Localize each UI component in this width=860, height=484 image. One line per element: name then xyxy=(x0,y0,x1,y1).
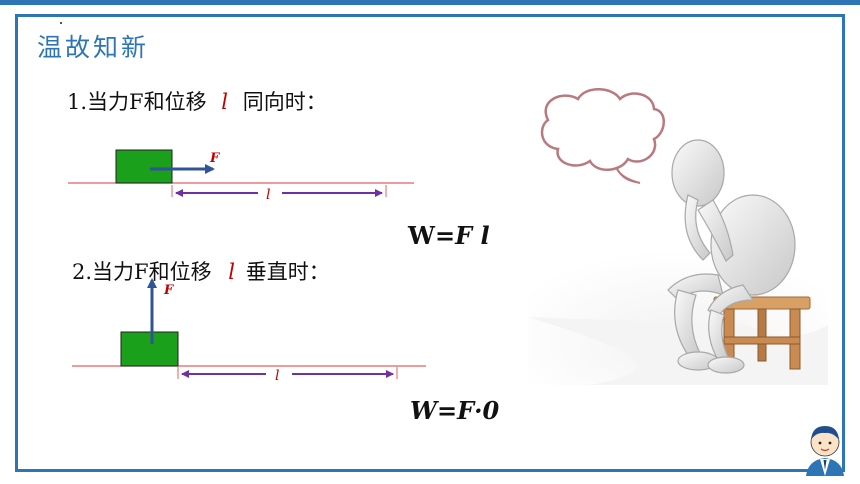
formula-2-w: W= xyxy=(410,396,458,425)
item2-suffix: 垂直时： xyxy=(245,260,330,284)
slide-frame xyxy=(15,14,845,472)
thought-bubble xyxy=(540,88,665,184)
formula-1: W=F l xyxy=(408,221,490,250)
displacement-label-1: l xyxy=(266,187,270,203)
teacher-avatar-icon xyxy=(806,426,844,476)
block-2 xyxy=(120,331,179,367)
item1-prefix: 1.当力F和位移 xyxy=(67,90,207,114)
item1-symbol: l xyxy=(221,90,229,114)
item1-text: 1.当力F和位移 l 同向时： xyxy=(67,86,327,116)
force-label-2: F xyxy=(163,283,174,298)
thinking-person xyxy=(667,139,796,374)
top-accent-bar xyxy=(0,0,860,5)
formula-1-w: W= xyxy=(408,221,456,250)
block-1 xyxy=(115,149,173,184)
item2-text: 2.当力F和位移 l 垂直时： xyxy=(72,256,330,286)
formula-1-expr: F l xyxy=(455,221,490,250)
displacement-label-2: l xyxy=(275,368,279,384)
slide-title: 温故知新 xyxy=(37,33,150,62)
formula-2-expr: F·0 xyxy=(457,396,500,425)
force-label-1: F xyxy=(209,151,220,166)
item2-prefix: 2.当力F和位移 xyxy=(72,260,212,284)
item1-suffix: 同向时： xyxy=(242,90,327,114)
thinking-figure-illustration xyxy=(528,88,828,385)
formula-2: W=F·0 xyxy=(410,396,499,425)
item2-symbol: l xyxy=(228,260,236,284)
decorative-dot xyxy=(60,22,62,24)
